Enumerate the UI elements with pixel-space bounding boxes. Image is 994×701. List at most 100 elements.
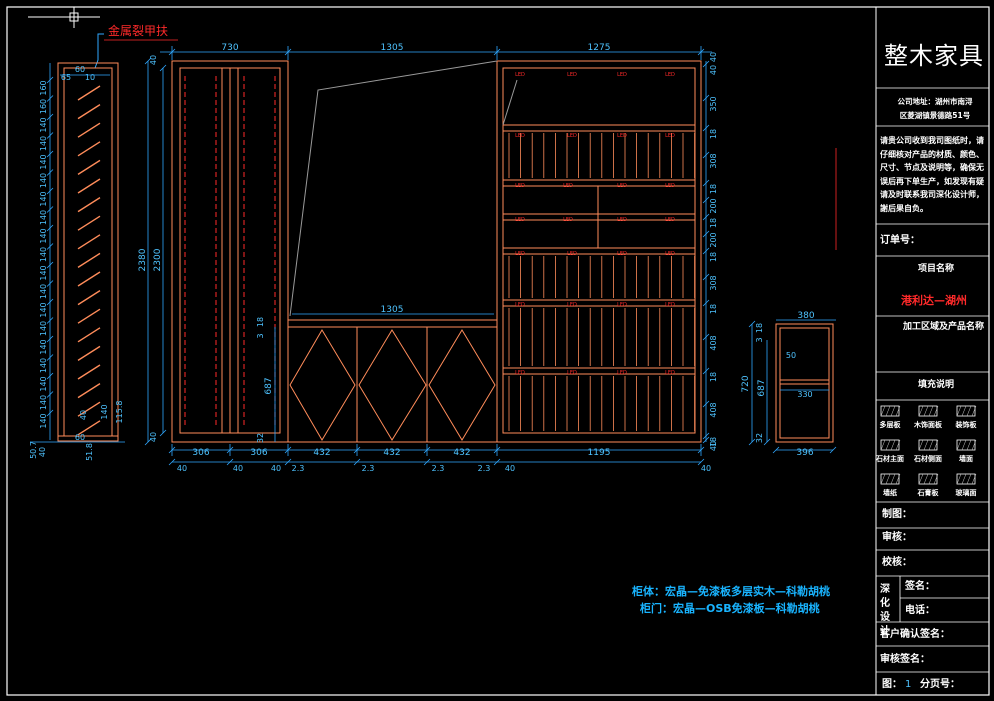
dimension-tick xyxy=(46,409,54,417)
dimension-text: 3 xyxy=(755,337,764,342)
disclaimer-note: 请贵公司收到我司图纸时，请仔细核对产品的材质、颜色、尺寸、节点及说明等，确保无误… xyxy=(880,136,984,213)
left-side-elevation xyxy=(57,62,119,442)
project-label: 项目名称 xyxy=(918,264,955,274)
right-col-dim: 308 xyxy=(709,275,718,290)
dimension-tick xyxy=(702,179,710,187)
dimension-tick xyxy=(702,432,710,440)
left-side-dim-text: 140 xyxy=(39,321,48,336)
dimension-tick xyxy=(702,124,710,132)
dimension-tick xyxy=(702,299,710,307)
legend-hatch xyxy=(928,405,934,417)
rack-stroke xyxy=(77,345,101,361)
led-label: LED xyxy=(567,251,577,257)
order-no-label: 订单号： xyxy=(880,235,920,246)
signature-name-label: 签名： xyxy=(905,581,935,592)
legend-swatch xyxy=(880,473,900,485)
dimension-tick xyxy=(46,95,54,102)
fill-legend-swatches xyxy=(880,405,977,485)
dimension-tick xyxy=(46,243,54,250)
rack-stroke xyxy=(77,383,101,399)
rack-stroke xyxy=(77,197,101,213)
address-line-2: 区菱湖镇景德路51号 xyxy=(899,111,971,120)
legend-hatch xyxy=(890,473,896,485)
legend-label: 墙纸 xyxy=(883,489,897,497)
left-top-dim: 65 xyxy=(61,73,71,82)
dimension-text: 730 xyxy=(221,43,238,53)
rack-stroke xyxy=(77,215,101,231)
left-top-dim: 10 xyxy=(85,73,95,82)
legend-label: 木饰面板 xyxy=(914,421,942,429)
rack-stroke xyxy=(77,178,101,194)
right-col-dim: 40 xyxy=(709,441,718,451)
legend-title: 填充说明 xyxy=(918,380,955,390)
dimension-tick xyxy=(702,60,710,68)
left-side-dim-text: 140 xyxy=(39,284,48,299)
legend-hatch xyxy=(890,405,896,417)
legend-hatch xyxy=(918,473,924,485)
title-block-grid xyxy=(876,87,989,673)
left-side-dim-text: 160 xyxy=(39,80,48,95)
dimension-tick xyxy=(46,261,54,269)
dimension-tick xyxy=(493,458,501,466)
legend-hatch xyxy=(885,473,891,485)
left-side-dimensions: 1601601401401401401401401401401401401401… xyxy=(29,63,125,461)
led-label: LED xyxy=(617,302,627,308)
dimension-text: 330 xyxy=(797,390,812,399)
dimension-text: 18 xyxy=(256,317,265,327)
dimension-text: 306 xyxy=(192,448,209,458)
dimension-text: 40 xyxy=(149,432,158,442)
right-col-dim: 18 xyxy=(709,218,718,228)
dimension-text: 1275 xyxy=(588,43,611,53)
dimension-text: 1195 xyxy=(588,448,611,458)
left-side-dim-text: 140 xyxy=(39,136,48,151)
dimension-tick xyxy=(46,206,54,213)
dimension-tick xyxy=(697,458,705,466)
dimension-tick xyxy=(46,280,54,287)
legend-label: 多层板 xyxy=(879,421,901,429)
dimension-text: 18 xyxy=(755,323,764,333)
hidden-lines xyxy=(184,76,276,428)
deepen-design-label: 深化设计 xyxy=(880,584,890,637)
dimension-text: 2380 xyxy=(138,248,148,271)
led-label: LED xyxy=(567,370,577,376)
right-col-dim: 308 xyxy=(709,153,718,168)
legend-hatch xyxy=(966,473,972,485)
legend-swatch xyxy=(918,439,938,451)
led-label: LED xyxy=(665,133,675,139)
dimension-tick xyxy=(284,458,292,466)
dimension-tick xyxy=(46,391,54,398)
led-label: LED xyxy=(563,183,573,189)
project-value: 港利达—湖州 xyxy=(901,294,967,307)
dimension-text: 1305 xyxy=(381,43,404,53)
dimension-tick xyxy=(46,354,54,361)
dimension-text: 2.3 xyxy=(478,464,491,473)
dimension-text: 687 xyxy=(757,379,767,396)
main-cabinet xyxy=(171,60,702,443)
legend-hatch xyxy=(880,439,886,451)
right-col-dim: 18 xyxy=(709,304,718,314)
dimension-tick xyxy=(702,230,710,238)
rack-stroke xyxy=(77,420,101,436)
led-label: LED xyxy=(617,251,627,257)
dimension-tick xyxy=(46,76,54,84)
dimension-text: 40 xyxy=(177,464,187,473)
dimension-tick xyxy=(702,436,710,444)
led-label: LED xyxy=(567,302,577,308)
dimension-text: 432 xyxy=(383,448,400,458)
legend-hatch xyxy=(961,405,967,417)
left-side-dim-text: 140 xyxy=(39,228,48,243)
left-side-dim-text: 140 xyxy=(39,117,48,132)
dimension-text: 32 xyxy=(755,433,764,443)
legend-hatch xyxy=(880,405,886,417)
dimension-tick xyxy=(763,438,771,446)
phone-label: 电话： xyxy=(905,605,935,616)
right-col-dim: 350 xyxy=(709,96,718,111)
dimension-text: 2.3 xyxy=(362,464,375,473)
legend-hatch xyxy=(971,405,977,417)
right-col-dim: 18 xyxy=(709,372,718,382)
rack-stroke xyxy=(77,308,101,324)
led-label: LED xyxy=(567,72,577,78)
left-side-dim-text: 140 xyxy=(39,302,48,317)
legend-hatch xyxy=(971,439,977,451)
